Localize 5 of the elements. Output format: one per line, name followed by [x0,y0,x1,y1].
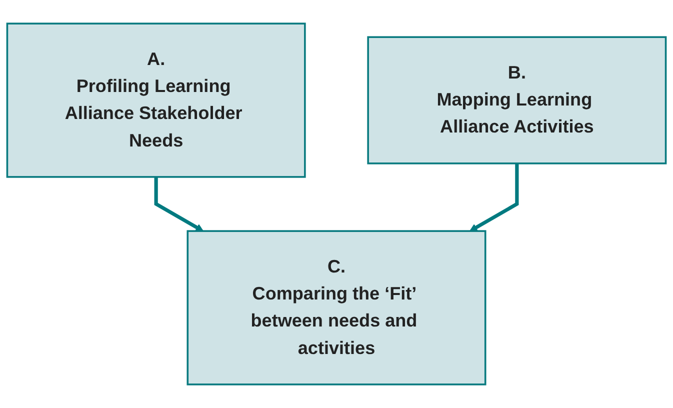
node-box: A. Profiling Learning Alliance Stakeholder Needs [6,22,306,178]
arrow [154,176,204,232]
node-box: C. Comparing the ‘Fit’ between needs and activities [186,230,486,386]
node-box: B. Mapping Learning Alliance Activities [367,36,667,164]
arrow [470,163,519,232]
